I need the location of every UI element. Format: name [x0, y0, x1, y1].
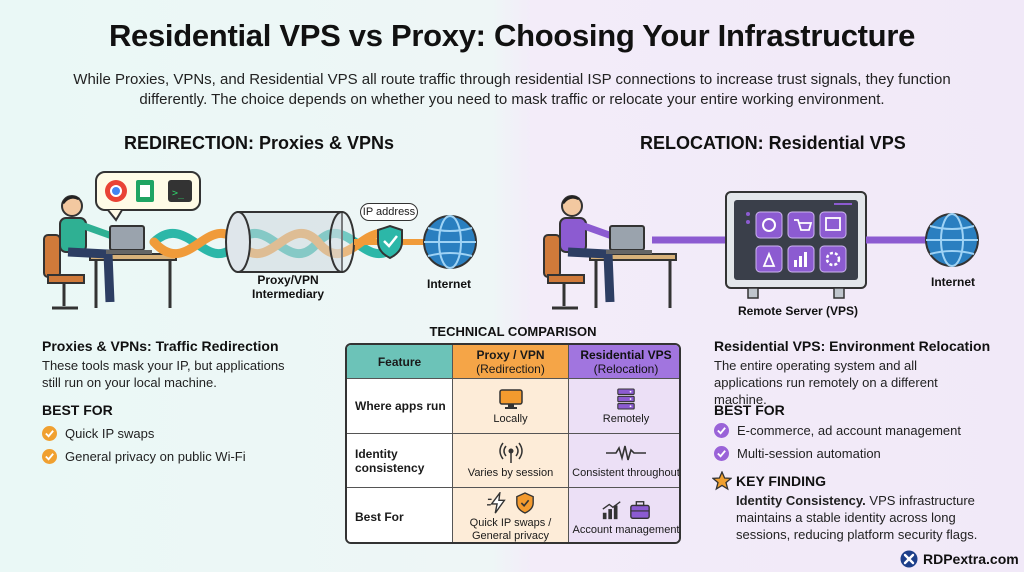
left-heading: REDIRECTION: Proxies & VPNs [124, 133, 395, 153]
globe-icon [925, 213, 979, 267]
list-item: Multi-session automation [714, 443, 961, 463]
right-block-desc: The entire operating system and all appl… [714, 358, 938, 407]
bar-chart-icon [602, 500, 621, 519]
monitor-icon [498, 388, 523, 409]
table-row-feature: Identity consistency [347, 434, 453, 488]
table-cell-vps: Remotely [569, 379, 679, 434]
left-block-desc: These tools mask your IP, but applicatio… [42, 358, 285, 390]
left-block-title: Proxies & VPNs: Traffic Redirection [42, 338, 279, 354]
table-row-feature: Where apps run [347, 379, 453, 434]
tunnel-label: Proxy/VPN Intermediary [251, 273, 325, 301]
lightning-shield-icon [486, 491, 535, 515]
brand-logo[interactable]: RDPextra.com [900, 550, 1019, 568]
key-finding-body: Identity Consistency. VPS infrastructure… [736, 493, 978, 542]
intro-text: While Proxies, VPNs, and Residential VPS… [73, 71, 951, 108]
check-icon [42, 425, 57, 441]
brand-text: RDPextra.com [923, 551, 1019, 567]
right-best-for-list: E-commerce, ad account management Multi-… [714, 420, 961, 463]
globe-icon [423, 215, 477, 269]
left-best-for-heading: BEST FOR [42, 402, 113, 418]
remote-server-icon [725, 191, 867, 299]
table-cell-proxy: Quick IP swaps / General privacy [453, 488, 569, 542]
table-header-feature: Feature [347, 345, 453, 379]
left-best-for-list: Quick IP swaps General privacy on public… [42, 423, 246, 466]
list-item: E-commerce, ad account management [714, 420, 961, 440]
chart-briefcase-icon [601, 498, 651, 522]
shield-icon [515, 492, 534, 514]
waveform-icon [606, 445, 646, 462]
server-label: Remote Server (VPS) [737, 304, 859, 318]
table-cell-vps: Consistent throughout [569, 434, 679, 488]
person-at-desk-icon [43, 195, 177, 310]
lightning-icon [486, 492, 506, 514]
star-icon [712, 471, 732, 491]
signal-icon [498, 442, 523, 463]
left-internet-label: Internet [426, 277, 471, 291]
table-row-feature: Best For [347, 488, 453, 542]
table-header-proxy: Proxy / VPN (Redirection) [453, 345, 569, 379]
check-icon [42, 448, 57, 464]
brand-x-icon [900, 550, 918, 568]
right-heading: RELOCATION: Residential VPS [640, 133, 906, 153]
key-finding-heading: KEY FINDING [736, 473, 826, 489]
list-item: General privacy on public Wi-Fi [42, 446, 246, 466]
svg-text:>_: >_ [172, 188, 185, 199]
table-cell-proxy: Varies by session [453, 434, 569, 488]
briefcase-icon [630, 500, 650, 519]
comparison-table: Feature Proxy / VPN (Redirection) Reside… [345, 343, 681, 544]
proxy-illustration: >_ [43, 171, 477, 310]
right-internet-label: Internet [930, 275, 975, 289]
ip-address-badge: IP address [360, 203, 418, 221]
table-cell-proxy: Locally [453, 379, 569, 434]
table-cell-vps: Account management [569, 488, 679, 542]
vps-illustration [543, 191, 979, 310]
check-icon [714, 422, 729, 438]
check-icon [714, 445, 729, 461]
right-block-title: Residential VPS: Environment Relocation [714, 338, 991, 354]
list-item: Quick IP swaps [42, 423, 246, 443]
page-title: Residential VPS vs Proxy: Choosing Your … [108, 18, 916, 53]
person-at-desk-icon [543, 195, 677, 310]
comparison-title: TECHNICAL COMPARISON [429, 324, 597, 339]
right-best-for-heading: BEST FOR [714, 402, 785, 418]
app-bubble-icon: >_ [95, 171, 201, 222]
server-rack-icon [617, 387, 635, 410]
tunnel-icon [225, 211, 355, 273]
table-header-vps: Residential VPS (Relocation) [569, 345, 679, 379]
shield-check-icon [377, 224, 403, 260]
